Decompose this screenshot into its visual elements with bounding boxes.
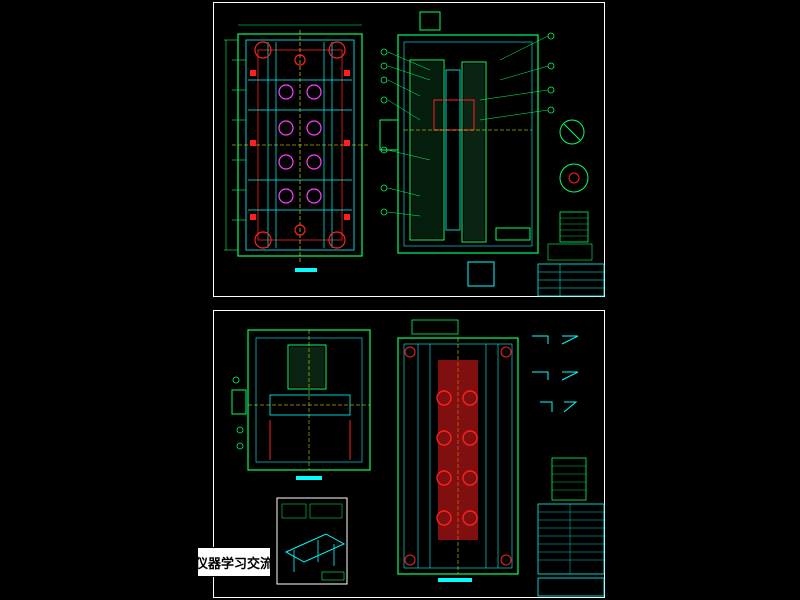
top-detail-views — [559, 119, 589, 243]
isometric-inset — [276, 497, 348, 585]
bottom-plan-view — [397, 319, 519, 582]
drawing-sheet-top — [213, 2, 605, 297]
top-title-block — [537, 243, 605, 297]
bottom-side-view — [231, 329, 371, 480]
drawing-sheet-bottom — [213, 310, 605, 598]
bottom-detail-views — [532, 335, 587, 501]
top-section-view — [379, 11, 555, 287]
top-plan-view — [224, 24, 368, 272]
watermark-label: 仪器学习交流 — [195, 547, 273, 577]
bottom-title-block — [537, 503, 605, 597]
